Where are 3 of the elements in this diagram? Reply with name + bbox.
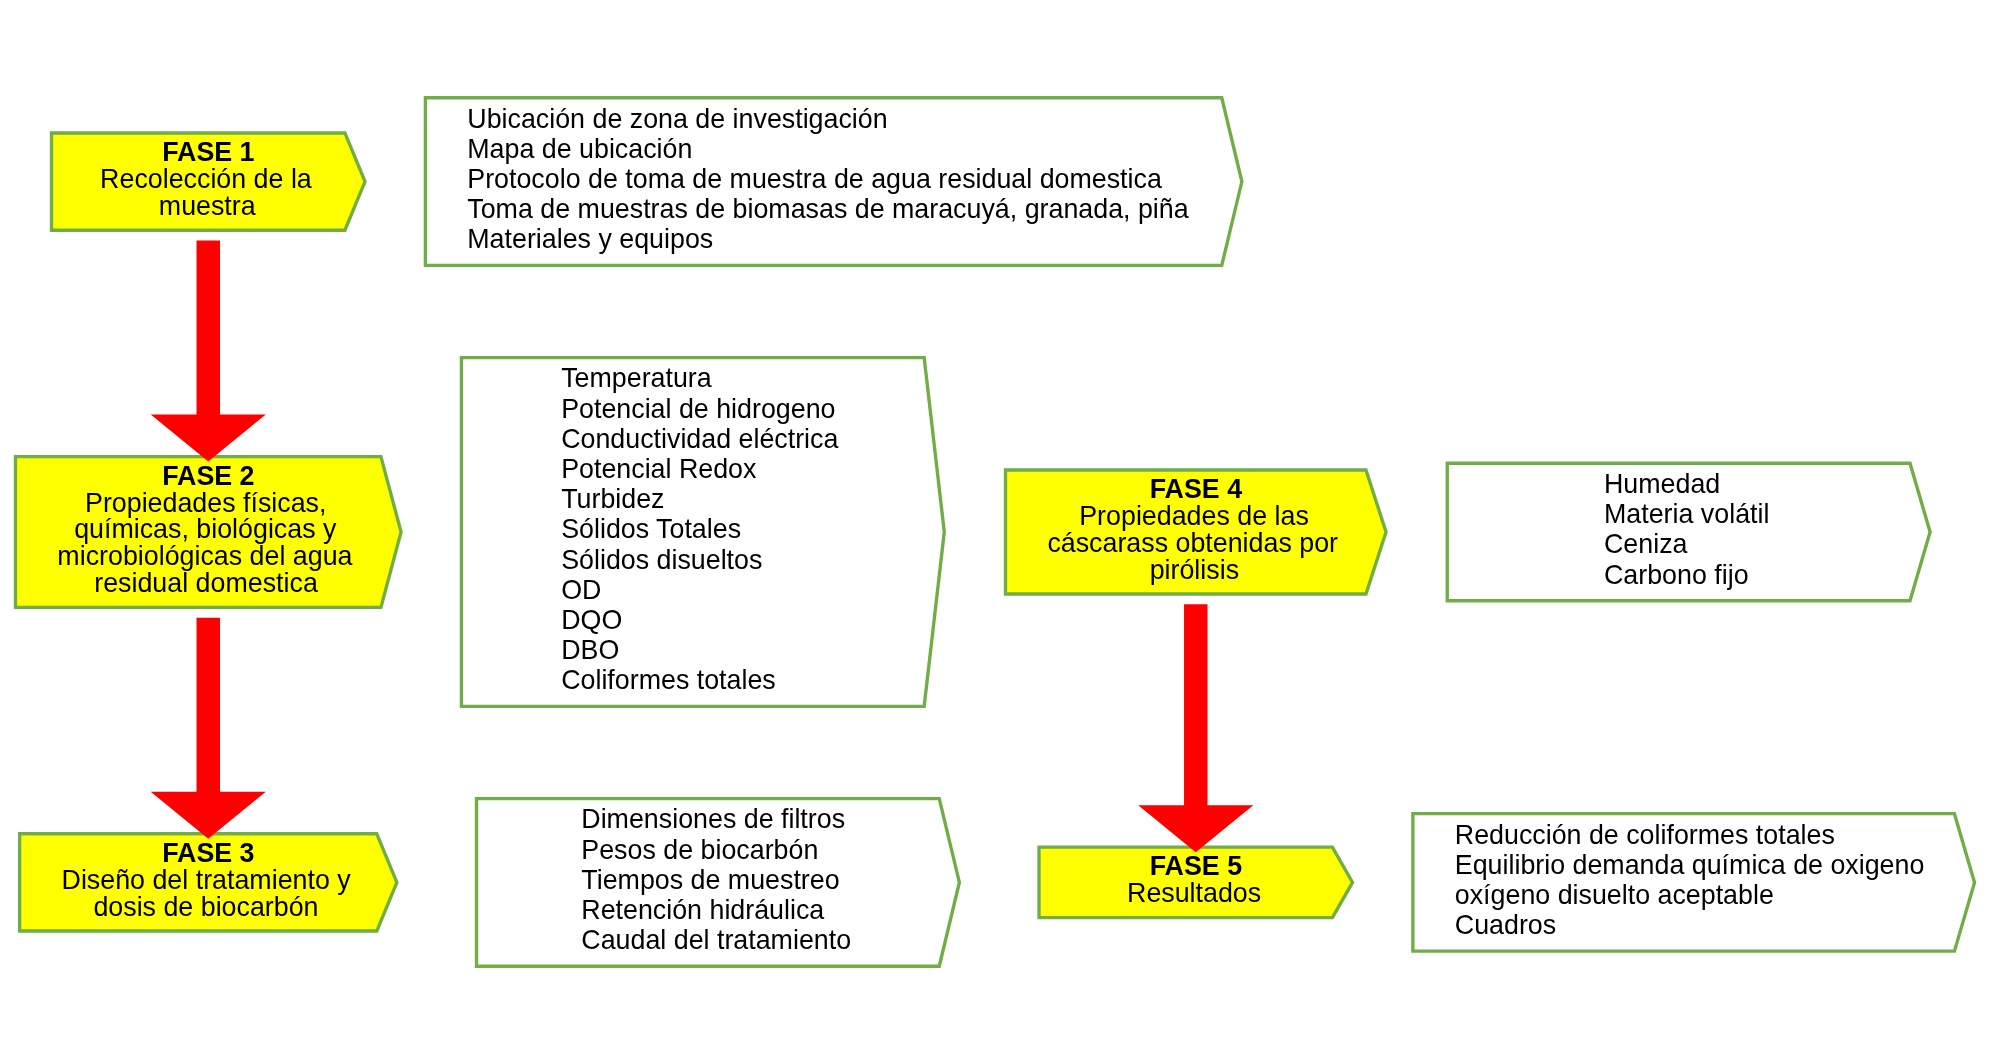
arrow (1138, 604, 1254, 853)
arrow (150, 617, 266, 839)
arrow (150, 240, 266, 462)
